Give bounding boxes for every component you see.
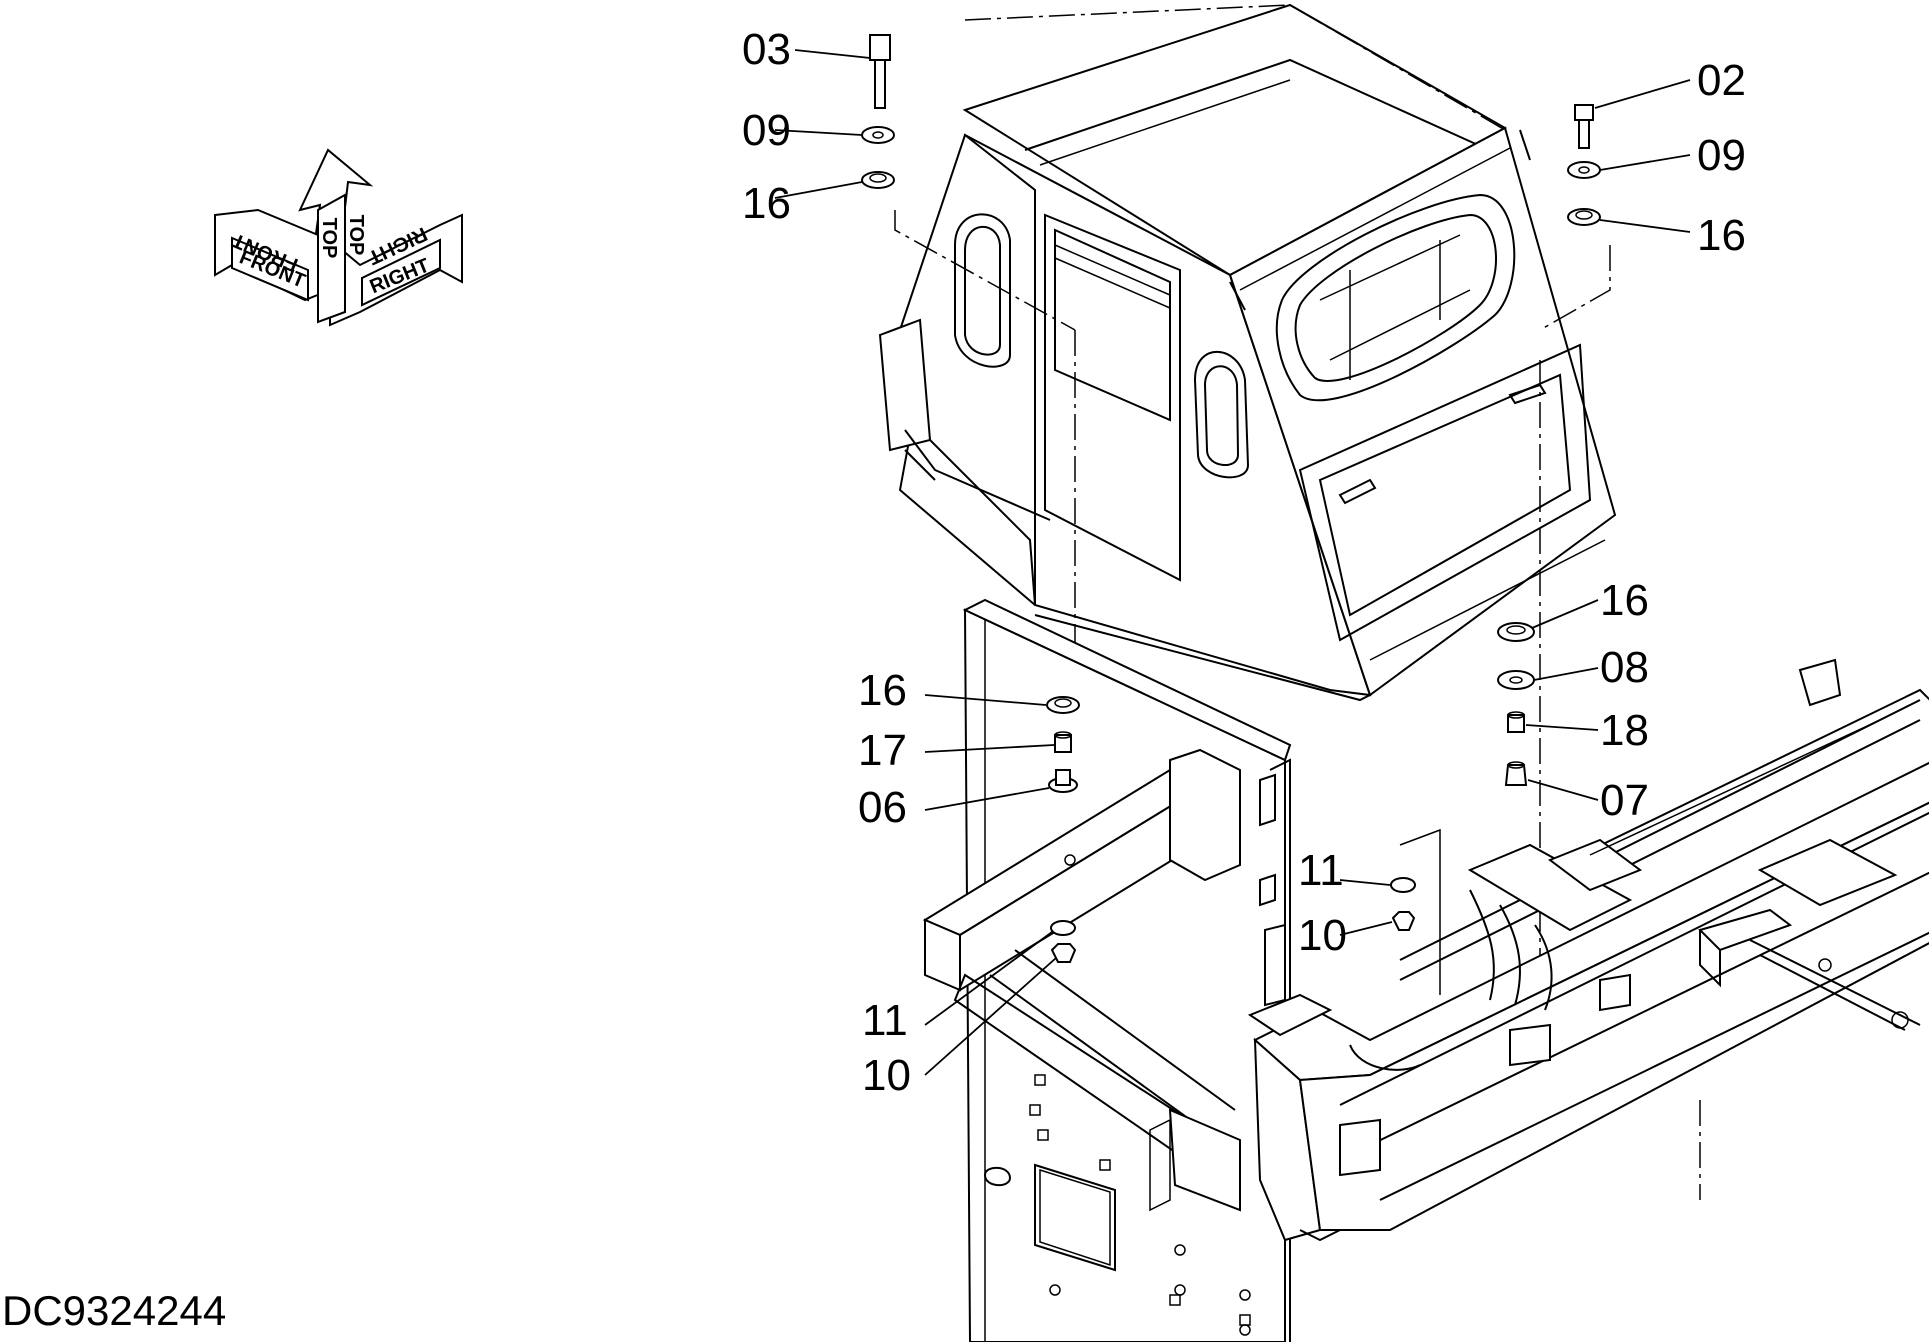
main-frame xyxy=(1247,658,1929,1242)
callout-16-left-top: 16 xyxy=(742,179,791,228)
cab-assembly xyxy=(878,3,1617,702)
washer-11-left xyxy=(1050,920,1076,936)
right-hardware-stack xyxy=(1390,104,1601,995)
washer-16-right-mid xyxy=(1497,622,1535,642)
callout-16-left-mid: 16 xyxy=(858,666,907,715)
bolt-03 xyxy=(869,34,891,109)
callout-09-right: 09 xyxy=(1697,131,1746,180)
bushing-17 xyxy=(1054,734,1072,753)
drawing-id: DC9324244 xyxy=(2,1287,226,1334)
callout-03: 03 xyxy=(742,25,791,74)
callout-07: 07 xyxy=(1600,776,1649,825)
orientation-icon: FRONT FRONT TOP TOP RIGHT RIGHT xyxy=(214,148,463,327)
washer-11-right xyxy=(1390,877,1416,893)
callout-17: 17 xyxy=(858,726,907,775)
bolt-02 xyxy=(1574,104,1594,149)
callout-18: 18 xyxy=(1600,706,1649,755)
washer-08 xyxy=(1497,670,1535,690)
callout-02: 02 xyxy=(1697,56,1746,105)
left-hardware-stack xyxy=(861,34,1080,963)
orientation-top-right: TOP xyxy=(345,215,367,256)
callout-11-right: 11 xyxy=(1298,846,1344,895)
left-frame-plate xyxy=(962,598,1292,1342)
cab-support-beam xyxy=(922,748,1241,1212)
nut-10-right xyxy=(1391,911,1416,931)
callout-labels: 03 09 16 02 09 16 16 08 18 07 16 17 06 1… xyxy=(742,25,1746,1100)
leader-lines xyxy=(774,49,1691,1076)
callout-16-right-top: 16 xyxy=(1697,211,1746,260)
callout-11-left: 11 xyxy=(862,996,908,1045)
callout-16-right-mid: 16 xyxy=(1600,576,1649,625)
orientation-top-left: TOP xyxy=(318,218,340,259)
nut-10-left xyxy=(1050,943,1077,963)
callout-10-right: 10 xyxy=(1298,911,1347,960)
callout-08: 08 xyxy=(1600,643,1649,692)
callout-06: 06 xyxy=(858,783,907,832)
mount-07 xyxy=(1504,764,1528,786)
washer-09-left xyxy=(861,126,895,144)
bushing-18 xyxy=(1507,714,1525,733)
washer-09-right xyxy=(1567,161,1601,179)
callout-09-left: 09 xyxy=(742,106,791,155)
callout-10-left: 10 xyxy=(862,1051,911,1100)
